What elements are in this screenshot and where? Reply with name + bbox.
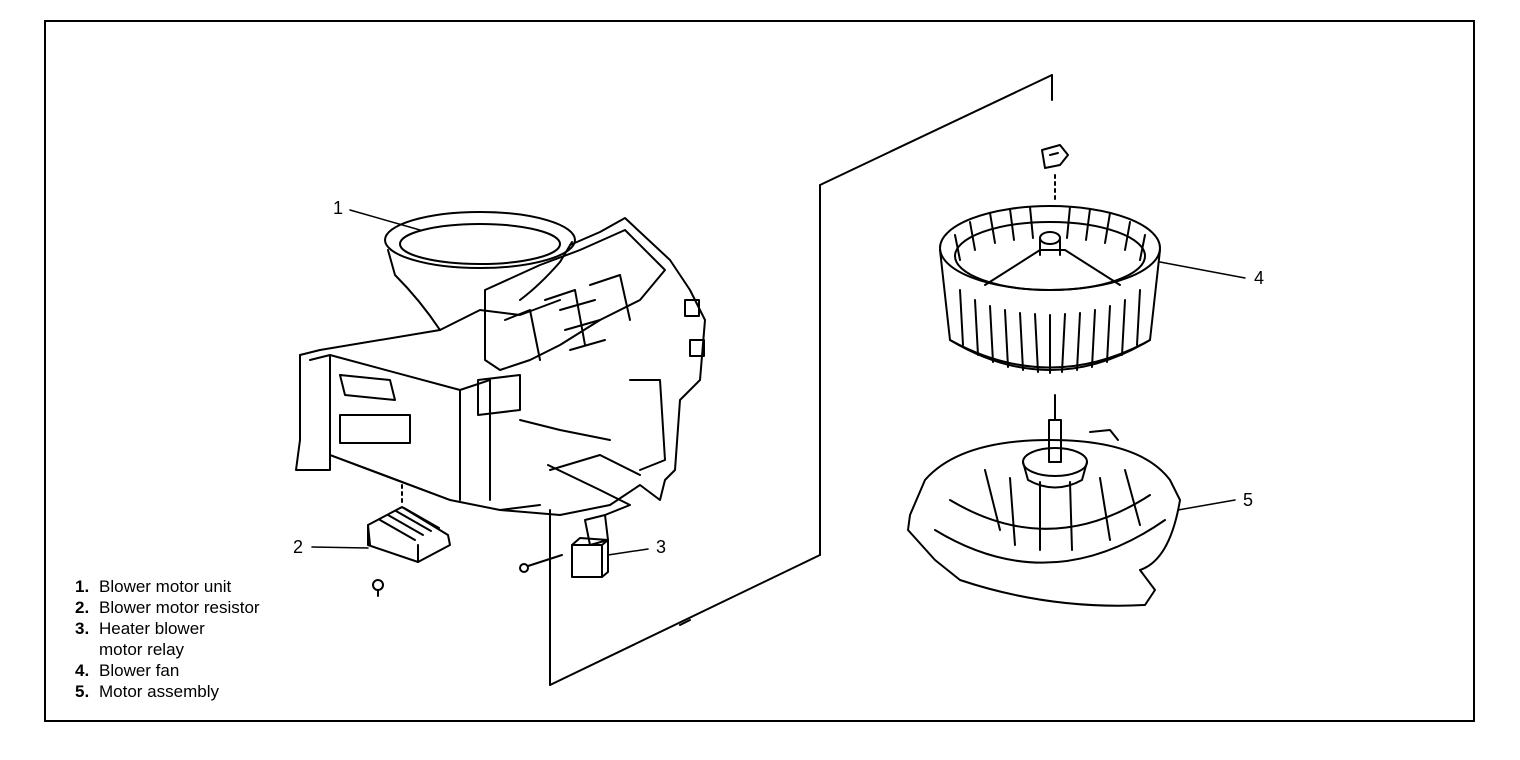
legend-label: Heater blower (99, 619, 205, 638)
legend-number: 2. (75, 598, 90, 617)
legend-label: motor relay (99, 640, 185, 659)
legend-number: 5. (75, 682, 90, 701)
exploded-view-boundary (549, 74, 1056, 686)
leader-line-5 (1177, 499, 1236, 511)
diagram-frame (44, 20, 1475, 722)
legend-label: Motor assembly (99, 682, 219, 701)
legend-item: 1. Blower motor unit (75, 576, 260, 597)
leader-line-3 (607, 548, 649, 556)
callout-1: 1 (333, 198, 344, 218)
legend-label: Blower motor unit (99, 577, 232, 596)
leader-line-2 (311, 546, 369, 549)
legend-item: 5. Motor assembly (75, 681, 260, 702)
legend-item: motor relay (75, 639, 260, 660)
legend-number: 1. (75, 577, 90, 596)
callout-3: 3 (656, 537, 667, 557)
heater-blower-motor-relay (519, 464, 631, 578)
leader-line-4 (1159, 261, 1246, 279)
legend-number: 4. (75, 661, 90, 680)
legend-item: 2. Blower motor resistor (75, 597, 260, 618)
motor-assembly (907, 419, 1181, 607)
legend-item: 3. Heater blower (75, 618, 260, 639)
legend-number (75, 639, 99, 660)
legend-item: 4. Blower fan (75, 660, 260, 681)
fan-nut (1041, 144, 1069, 169)
callout-2: 2 (293, 537, 304, 557)
leader-lines (311, 209, 1246, 556)
blower-fan (939, 205, 1161, 374)
blower-motor-unit (295, 211, 706, 516)
legend-label: Blower motor resistor (99, 598, 260, 617)
legend-label: Blower fan (99, 661, 180, 680)
blower-motor-resistor (367, 506, 451, 597)
callout-4: 4 (1254, 268, 1265, 288)
legend-number: 3. (75, 619, 90, 638)
parts-legend: 1. Blower motor unit 2. Blower motor res… (75, 576, 260, 702)
callout-5: 5 (1243, 490, 1254, 510)
leader-line-1 (349, 209, 421, 231)
